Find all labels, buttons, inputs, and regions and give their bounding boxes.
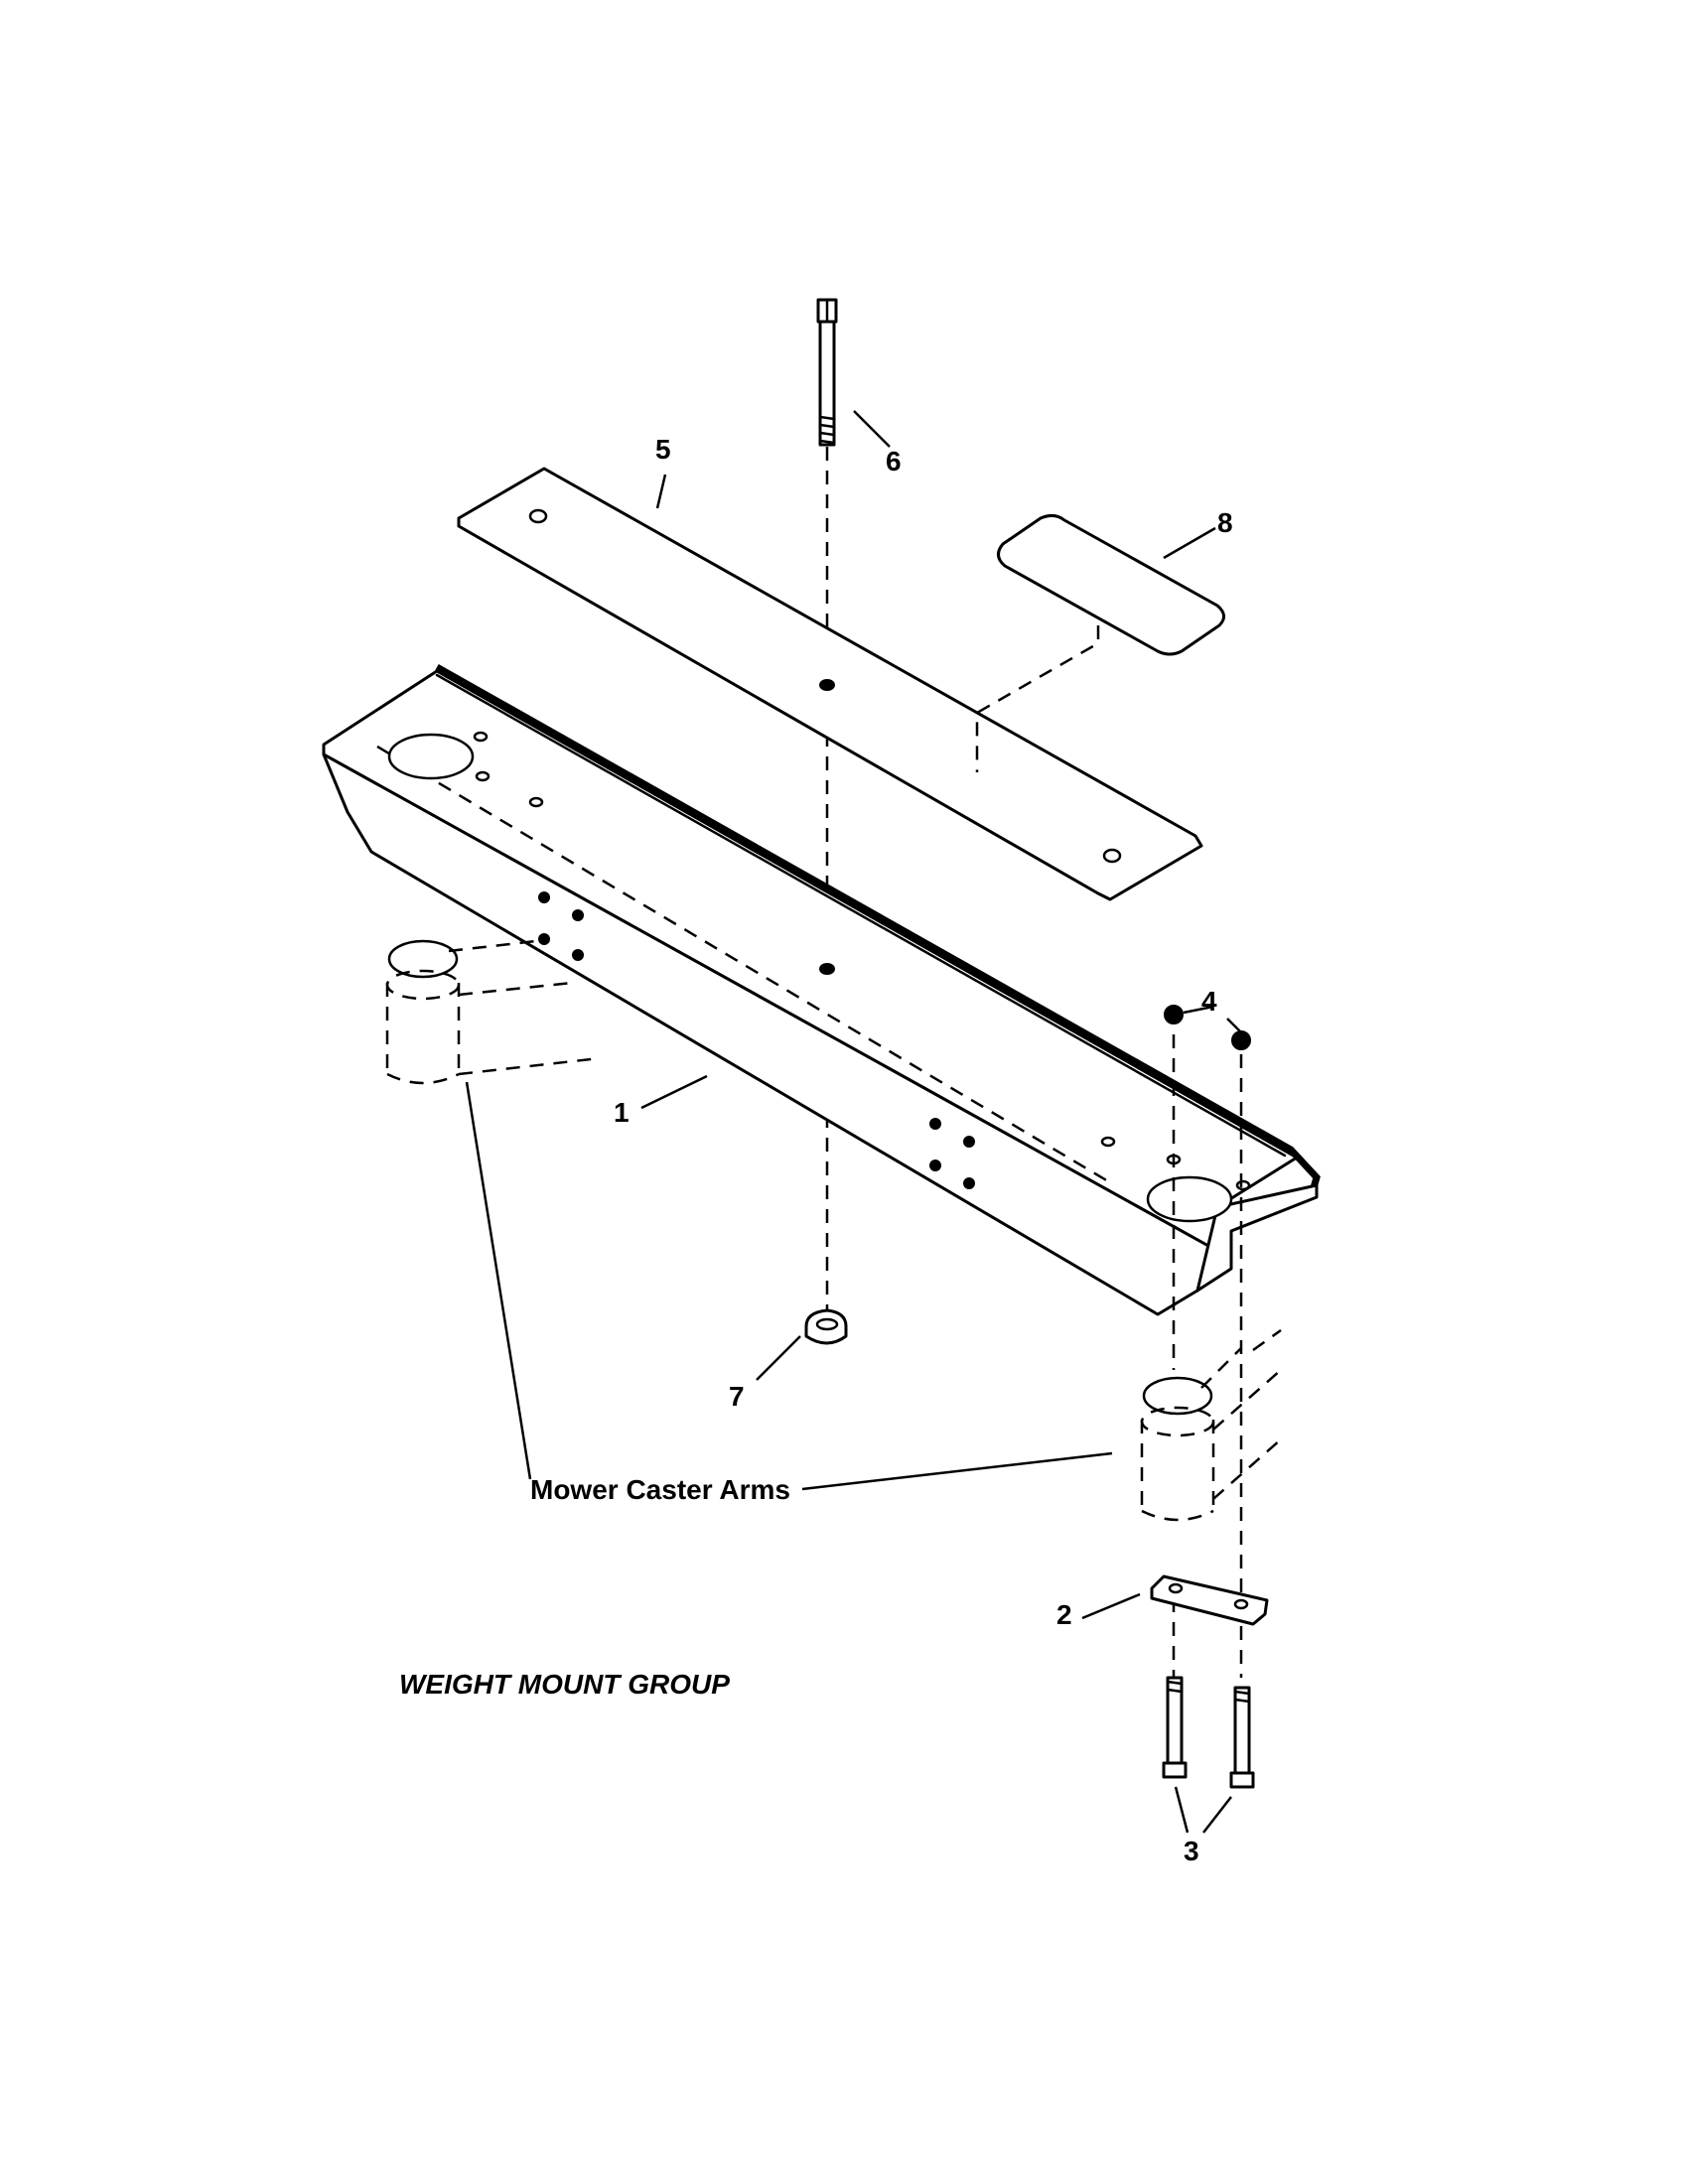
nuts-part-4	[1164, 1005, 1251, 1050]
callout-3: 3	[1184, 1836, 1199, 1866]
leader-4	[1183, 1005, 1242, 1033]
caster-arms-label: Mower Caster Arms	[530, 1474, 790, 1505]
pad-placement-dash	[975, 625, 1100, 772]
bracket-part-1	[322, 663, 1321, 1316]
callout-2: 2	[1056, 1599, 1072, 1630]
callout-4: 4	[1201, 986, 1217, 1017]
diagram-title: WEIGHT MOUNT GROUP	[399, 1669, 730, 1700]
leader-1	[640, 1074, 708, 1110]
callout-1: 1	[614, 1097, 630, 1128]
left-caster-arm	[385, 939, 601, 1085]
callout-7: 7	[729, 1381, 745, 1412]
leader-caster-right	[801, 1451, 1113, 1491]
pad-part-8	[997, 513, 1225, 656]
strap-part-2	[1150, 1574, 1269, 1626]
leader-6	[853, 410, 891, 448]
leader-8	[1163, 526, 1216, 560]
callout-6: 6	[886, 446, 902, 477]
callout-5: 5	[655, 434, 671, 465]
leader-5	[655, 474, 667, 509]
nut-part-7	[804, 1308, 848, 1345]
leader-7	[756, 1335, 801, 1381]
plate-part-5	[457, 467, 1203, 901]
callout-8: 8	[1217, 507, 1233, 538]
leader-3	[1174, 1786, 1232, 1834]
leader-caster-left	[465, 1081, 532, 1480]
leader-2	[1081, 1592, 1141, 1620]
bolt-part-6	[816, 298, 838, 447]
bolts-part-3	[1162, 1676, 1255, 1789]
right-caster-arm	[1140, 1328, 1282, 1522]
